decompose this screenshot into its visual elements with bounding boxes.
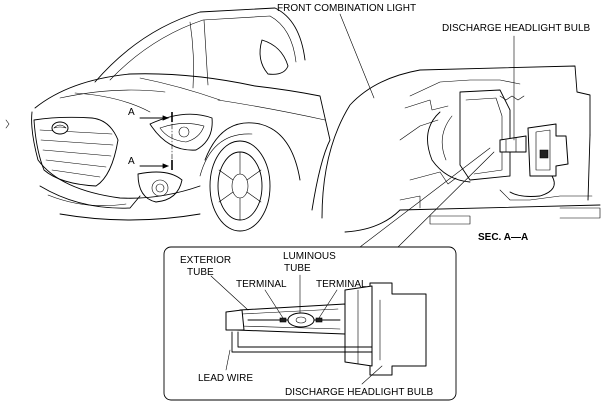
exterior-tube-label-line1: EXTERIOR: [180, 255, 231, 266]
luminous-tube-label-line2: TUBE: [284, 263, 311, 274]
discharge-headlight-bulb-label-bottom: DISCHARGE HEADLIGHT BULB: [285, 387, 434, 398]
section-line-a: [139, 112, 173, 170]
section-marker-lower: A: [128, 156, 135, 167]
terminal-right-label: TERMINAL: [316, 279, 367, 290]
exterior-tube-label-line2: TUBE: [187, 267, 214, 278]
lead-wire-label: LEAD WIRE: [198, 373, 253, 384]
discharge-headlight-bulb-label-top: DISCHARGE HEADLIGHT BULB: [442, 23, 591, 34]
discharge-bulb-detail: [225, 282, 427, 376]
front-combination-light-label: FRONT COMBINATION LIGHT: [277, 3, 416, 14]
leader-lines: [339, 13, 515, 141]
section-marker-upper: A: [128, 107, 135, 118]
detail-leader-lines: [210, 274, 383, 385]
section-label: SEC. A—A: [478, 232, 528, 243]
terminal-left-label: TERMINAL: [236, 279, 287, 290]
detail-frame: [163, 246, 457, 401]
vehicle-front-illustration: [5, 7, 331, 232]
luminous-tube-label-line1: LUMINOUS: [283, 251, 336, 262]
zoom-connector: [359, 147, 495, 248]
lamp-section-view: [321, 65, 601, 233]
